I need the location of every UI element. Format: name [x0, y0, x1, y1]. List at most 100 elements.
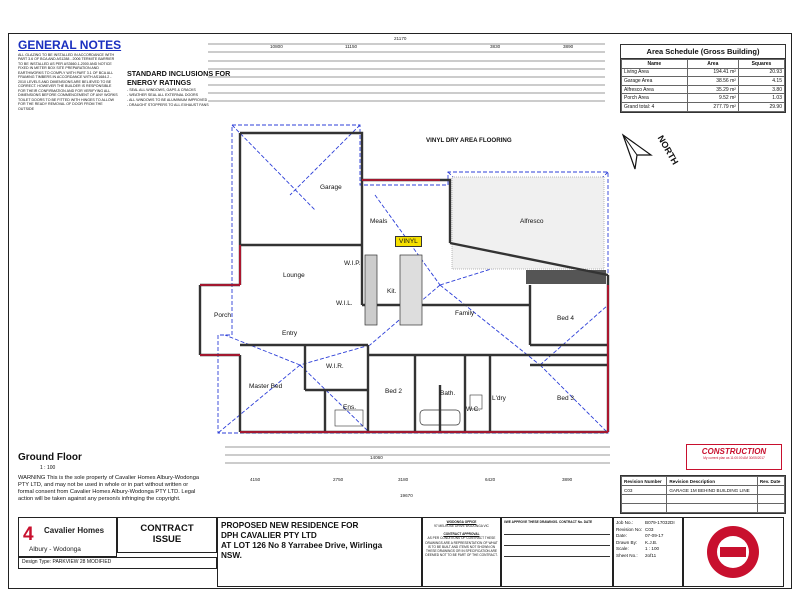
job-key: Scale: [616, 546, 629, 552]
contract-issue-line: ISSUE [152, 534, 182, 545]
room-garage: Garage [320, 184, 342, 191]
job-value: B079-17032DI [645, 520, 675, 525]
north-arrow-icon [621, 133, 653, 170]
room-kit: Kit. [387, 288, 397, 295]
construction-stamp: CONSTRUCTION My current plan as 11:00:00… [686, 444, 782, 470]
logo-mark-icon: 4 [23, 524, 34, 545]
signature-line[interactable] [504, 524, 610, 536]
revision-header: Rev. Date [756, 476, 786, 486]
kitchen-bench [364, 254, 378, 326]
dim-bottom-overall: 19670 [400, 493, 413, 498]
dim-top: 3890 [563, 44, 574, 49]
dim-top: 11150 [345, 44, 358, 49]
room-lounge: Lounge [283, 272, 305, 279]
project-title-block: PROPOSED NEW RESIDENCE FOR DPH CAVALIER … [217, 517, 422, 587]
ensuite-shower [334, 409, 364, 427]
external-walls-red [200, 179, 609, 433]
general-notes-body: ALL GLAZING TO BE INSTALLED IN ACCORDANC… [18, 53, 118, 111]
dim-bottom: 14060 [370, 455, 383, 460]
contract-issue-line: CONTRACT [140, 523, 194, 534]
revision-header: Revision Description [666, 476, 758, 486]
job-key: Sheet No.: [616, 552, 638, 558]
floor-plan [198, 43, 610, 464]
signature-line[interactable] [504, 546, 610, 558]
office-address: 97 MELROSE DRIVE WODONGA VIC [434, 524, 489, 529]
job-value: 07-09-17 [645, 533, 664, 539]
job-key: Date: [616, 533, 627, 539]
dim-bottom: 3890 [562, 477, 573, 482]
room-porch: Porch [214, 312, 231, 319]
room-ldry: L'dry [492, 395, 506, 402]
contract-issue: CONTRACT ISSUE [117, 517, 217, 553]
revision-cell: GARAGE 1M BEHIND BUILDING LINE [666, 485, 758, 495]
ground-floor-scale: 1 : 100 [40, 465, 56, 471]
room-bath: Bath. [440, 390, 456, 397]
dim-bottom: 4150 [250, 477, 261, 482]
bottom-dimension-lines [225, 446, 610, 464]
construction-stamp-title: CONSTRUCTION [701, 447, 767, 456]
kitchen-island [399, 254, 423, 326]
table-row: Grand total: 4 277.79 m² 29.90 [621, 101, 786, 112]
dim-top: 3830 [490, 44, 501, 49]
signature-line[interactable] [504, 535, 610, 547]
room-family: Family [455, 310, 475, 317]
area-cell: 1.03 [737, 93, 786, 103]
toilet [469, 394, 483, 410]
job-row: Scale: 1 : 100 [616, 546, 680, 553]
job-key: Revision No: [616, 526, 643, 532]
sheet-border [8, 33, 792, 589]
room-wil: W.I.L. [336, 300, 353, 307]
job-row: Date: 07-09-17 [616, 533, 680, 540]
copyright-warning: WARNING This is the sole property of Cav… [18, 475, 200, 502]
builder-seal [683, 517, 784, 587]
dim-bottom: 2750 [333, 477, 344, 482]
revision-cell: C03 [620, 485, 668, 495]
room-wir: W.I.R. [326, 363, 344, 370]
approval-signature-block: I/WE APPROVE THESE DRAWINGS. CONTRACT No… [501, 517, 613, 587]
room-bed4: Bed 4 [557, 315, 574, 322]
area-schedule-title: Area Schedule (Gross Building) [621, 45, 785, 59]
job-value: 2of11 [645, 552, 657, 558]
area-header: Squares [737, 59, 786, 69]
area-cell: 20.93 [737, 67, 786, 78]
dim-top: 10800 [270, 44, 283, 49]
logo-location: Albury - Wodonga [29, 546, 81, 553]
logo-brand: Cavalier Homes [44, 526, 105, 535]
area-cell: Alfresco Area [621, 84, 688, 95]
room-master-bed: Master Bed [249, 383, 283, 390]
contract-approval-title: CONTRACT APPROVAL [443, 532, 480, 537]
standard-inclusions-title: STANDARD INCLUSIONS FOR ENERGY RATINGS [127, 69, 231, 87]
ground-floor-title: Ground Floor [18, 452, 82, 463]
inclusion-item: - WEATHER SEAL ALL EXTERNAL DOORS [127, 92, 199, 97]
area-schedule-table: Name Area Squares Living Area 194.41 m² … [621, 59, 786, 112]
project-line: NSW. [221, 550, 242, 560]
construction-stamp-sub: My current plan as 11:00:00 AM 30/05/201… [703, 456, 765, 460]
top-dimension-lines [208, 43, 605, 102]
job-row: Revision No:C03 [616, 527, 680, 534]
standard-inclusions-list: - SEAL ALL WINDOWS, GAPS & CRACKS - WEAT… [127, 88, 237, 107]
job-info-block: Job No.:B079-17032DI Revision No:C03 Dat… [613, 517, 683, 587]
revision-cell [756, 485, 786, 495]
revision-header: Revision Number [620, 476, 668, 486]
job-row: Sheet No.: 2of11 [616, 553, 680, 560]
bath-tub [419, 409, 461, 426]
cavalier-homes-logo: 4 Cavalier Homes Albury - Wodonga [18, 517, 117, 557]
room-ens: Ens. [343, 404, 357, 411]
room-alfresco: Alfresco [520, 218, 544, 225]
vinyl-label: VINYL [395, 236, 422, 247]
area-cell: Porch Area [621, 93, 688, 103]
job-value: K.J.B. [645, 539, 658, 545]
job-key: Drawn By: [616, 539, 638, 545]
area-cell: 35.29 m² [686, 84, 739, 95]
table-row [620, 503, 786, 513]
table-row: Living Area 194.41 m² 20.93 [621, 67, 786, 78]
alfresco-hatch [451, 176, 605, 270]
vinyl-flooring-note: VINYL DRY AREA FLOORING [426, 137, 512, 144]
approval-title: I/WE APPROVE THESE DRAWINGS. CONTRACT No… [504, 520, 593, 524]
area-cell: 29.90 [737, 101, 786, 112]
dim-bottom: 3180 [398, 477, 409, 482]
job-row: Drawn By: K.J.B. [616, 540, 680, 547]
revision-table: Revision Number Revision Description Rev… [620, 475, 786, 514]
job-value: 1 : 100 [645, 546, 660, 552]
